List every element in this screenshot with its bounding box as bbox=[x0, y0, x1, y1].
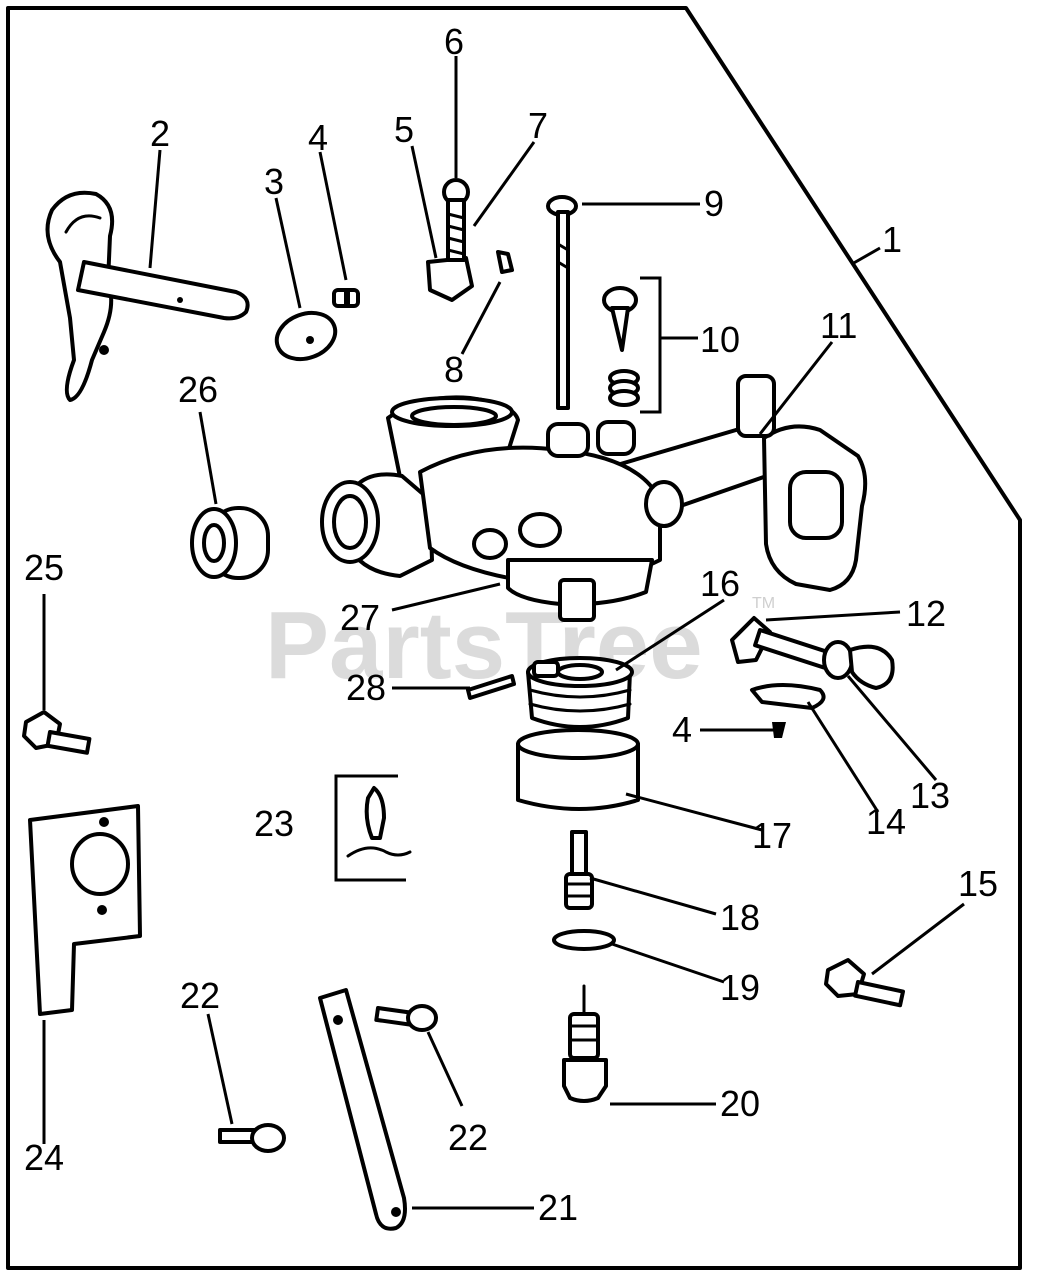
callout-8: 8 bbox=[444, 349, 464, 390]
part-screw-22-right[interactable] bbox=[374, 1004, 438, 1032]
part-idle-valve[interactable] bbox=[602, 276, 662, 414]
callout-17: 17 bbox=[752, 815, 792, 856]
callout-11: 11 bbox=[820, 305, 857, 346]
part-float[interactable] bbox=[526, 656, 634, 729]
callout-22-upper: 22 bbox=[180, 975, 220, 1016]
callout-20: 20 bbox=[720, 1083, 760, 1124]
leader-lines bbox=[42, 56, 965, 1210]
callout-24: 24 bbox=[24, 1137, 64, 1178]
part-bolt-left[interactable] bbox=[22, 710, 92, 755]
callout-labels: 1 2 3 4 5 6 7 8 9 10 11 12 13 14 4 15 16… bbox=[24, 21, 998, 1228]
part-float-bowl[interactable] bbox=[516, 728, 640, 811]
part-bolt-right[interactable] bbox=[824, 958, 905, 1008]
callout-5: 5 bbox=[394, 109, 414, 150]
part-throttle-link[interactable] bbox=[318, 988, 407, 1231]
diagram-border bbox=[6, 6, 1022, 1270]
callout-12: 12 bbox=[906, 593, 946, 634]
part-main-jet[interactable] bbox=[562, 984, 608, 1103]
callout-18: 18 bbox=[720, 897, 760, 938]
watermark-trademark: TM bbox=[752, 595, 775, 612]
callout-16: 16 bbox=[700, 563, 740, 604]
part-screw-lower[interactable] bbox=[772, 722, 786, 738]
callout-26: 26 bbox=[178, 369, 218, 410]
callout-7: 7 bbox=[528, 105, 548, 146]
part-mounting-gasket[interactable] bbox=[28, 804, 142, 1016]
callout-27: 27 bbox=[340, 597, 380, 638]
part-washer[interactable] bbox=[552, 929, 616, 951]
part-idle-screw-assembly[interactable] bbox=[426, 178, 474, 302]
callout-15: 15 bbox=[958, 863, 998, 904]
part-throttle-valve[interactable] bbox=[270, 305, 341, 367]
callout-25: 25 bbox=[24, 547, 64, 588]
part-screw-22-left[interactable] bbox=[218, 1123, 286, 1153]
callout-13: 13 bbox=[910, 775, 950, 816]
part-float-pin[interactable] bbox=[466, 674, 516, 700]
callout-14: 14 bbox=[866, 801, 906, 842]
callout-2: 2 bbox=[150, 113, 170, 154]
callout-6: 6 bbox=[444, 21, 464, 62]
callout-23: 23 bbox=[254, 803, 294, 844]
part-inlet-needle-set[interactable] bbox=[334, 774, 412, 882]
part-throttle-shaft[interactable] bbox=[45, 190, 250, 402]
callout-4-lower: 4 bbox=[672, 709, 692, 750]
part-choke-lever[interactable] bbox=[730, 616, 895, 690]
part-clip[interactable] bbox=[496, 250, 514, 274]
part-plate-gasket[interactable] bbox=[750, 683, 826, 710]
part-carburetor-body[interactable] bbox=[320, 374, 868, 622]
callout-3: 3 bbox=[264, 161, 284, 202]
callout-22-lower: 22 bbox=[448, 1117, 488, 1158]
callout-4-upper: 4 bbox=[308, 117, 328, 158]
callout-1: 1 bbox=[882, 219, 902, 260]
callout-28: 28 bbox=[346, 667, 386, 708]
part-screw-upper[interactable] bbox=[332, 288, 360, 308]
callout-19: 19 bbox=[720, 967, 760, 1008]
callout-10: 10 bbox=[700, 319, 740, 360]
callout-21: 21 bbox=[538, 1187, 578, 1228]
callout-9: 9 bbox=[704, 183, 724, 224]
part-bushing[interactable] bbox=[190, 506, 270, 580]
part-choke-shaft[interactable] bbox=[546, 195, 578, 410]
part-inlet-seat[interactable] bbox=[564, 830, 594, 910]
